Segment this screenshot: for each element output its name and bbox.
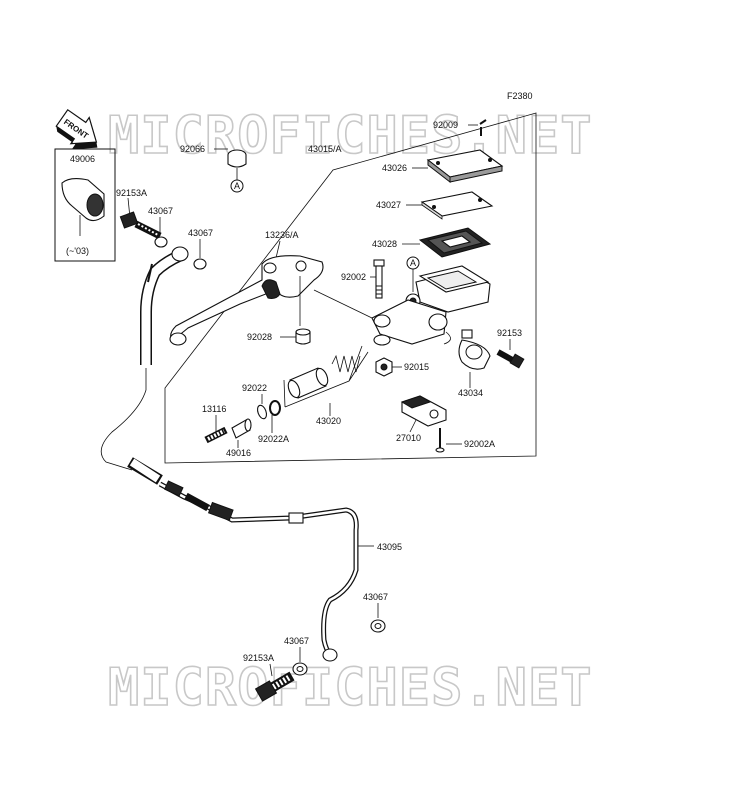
diaphragm-plate-part	[420, 191, 494, 220]
inset-note: (~'03)	[66, 246, 89, 256]
label-92153: 92153	[497, 328, 522, 338]
callout-a-left-icon	[230, 179, 244, 193]
holder-clamp-part	[458, 329, 491, 370]
label-92015: 92015	[404, 362, 429, 372]
master-cylinder-body	[371, 265, 491, 346]
watermark-bottom: MICROFICHES.NET	[108, 658, 593, 718]
label-43034: 43034	[458, 388, 483, 398]
label-27010: 27010	[396, 433, 421, 443]
label-43015a: 43015/A	[308, 144, 342, 154]
label-43067-a: 43067	[148, 206, 173, 216]
front-arrow-icon: FRONT	[55, 108, 98, 150]
label-43067-b: 43067	[188, 228, 213, 238]
inset-box	[54, 148, 116, 262]
label-43067-d: 43067	[284, 636, 309, 646]
grip-cover-part	[61, 177, 105, 236]
label-92022a: 92022A	[258, 434, 289, 444]
callout-a-right-text: A	[410, 258, 416, 268]
ring-92022	[256, 404, 268, 420]
label-43020: 43020	[316, 416, 341, 426]
label-92028: 92028	[247, 332, 272, 342]
label-13236a: 13236/A	[265, 230, 299, 240]
label-92022: 92022	[242, 383, 267, 393]
label-43027: 43027	[376, 200, 401, 210]
banjo-bolt-top	[119, 211, 162, 240]
diaphragm-part	[418, 227, 492, 258]
label-13116: 13116	[202, 404, 226, 414]
push-rod-13116	[204, 426, 228, 444]
screw-92009	[479, 119, 487, 136]
washer-b	[193, 258, 207, 270]
label-92009: 92009	[433, 120, 458, 130]
figure-code: F2380	[507, 91, 533, 101]
clutch-lever-part	[169, 255, 324, 346]
reservoir-cap-part	[227, 149, 247, 168]
banjo-bolt-bottom	[254, 671, 295, 702]
label-43067-c: 43067	[363, 592, 388, 602]
label-92153a-bottom: 92153A	[243, 653, 274, 663]
washer-a	[154, 236, 168, 248]
reservoir-cover-part	[426, 149, 504, 184]
watermark-top: MICROFICHES.NET	[108, 106, 593, 166]
label-43095: 43095	[377, 542, 402, 552]
label-43026: 43026	[382, 163, 407, 173]
boot-49016	[231, 418, 252, 439]
clutch-hose-upper	[140, 246, 189, 365]
label-49006: 49006	[70, 154, 95, 164]
callout-a-left-text: A	[234, 181, 240, 191]
label-92066: 92066	[180, 144, 205, 154]
label-43028: 43028	[372, 239, 397, 249]
ring-92022a	[269, 400, 281, 416]
label-92002: 92002	[341, 272, 366, 282]
assembly-frame	[164, 112, 537, 464]
label-92153a-top: 92153A	[116, 188, 147, 198]
nut-92015	[375, 357, 393, 377]
clutch-switch-part	[400, 395, 447, 427]
pivot-bolt-92002	[373, 259, 385, 299]
label-92002a: 92002A	[464, 439, 495, 449]
clamp-bolt-92153	[496, 349, 525, 369]
screw-92002a	[435, 428, 445, 453]
label-49016: 49016	[226, 448, 251, 458]
clutch-hose-43095	[127, 457, 359, 662]
piston-kit-part	[287, 354, 361, 399]
